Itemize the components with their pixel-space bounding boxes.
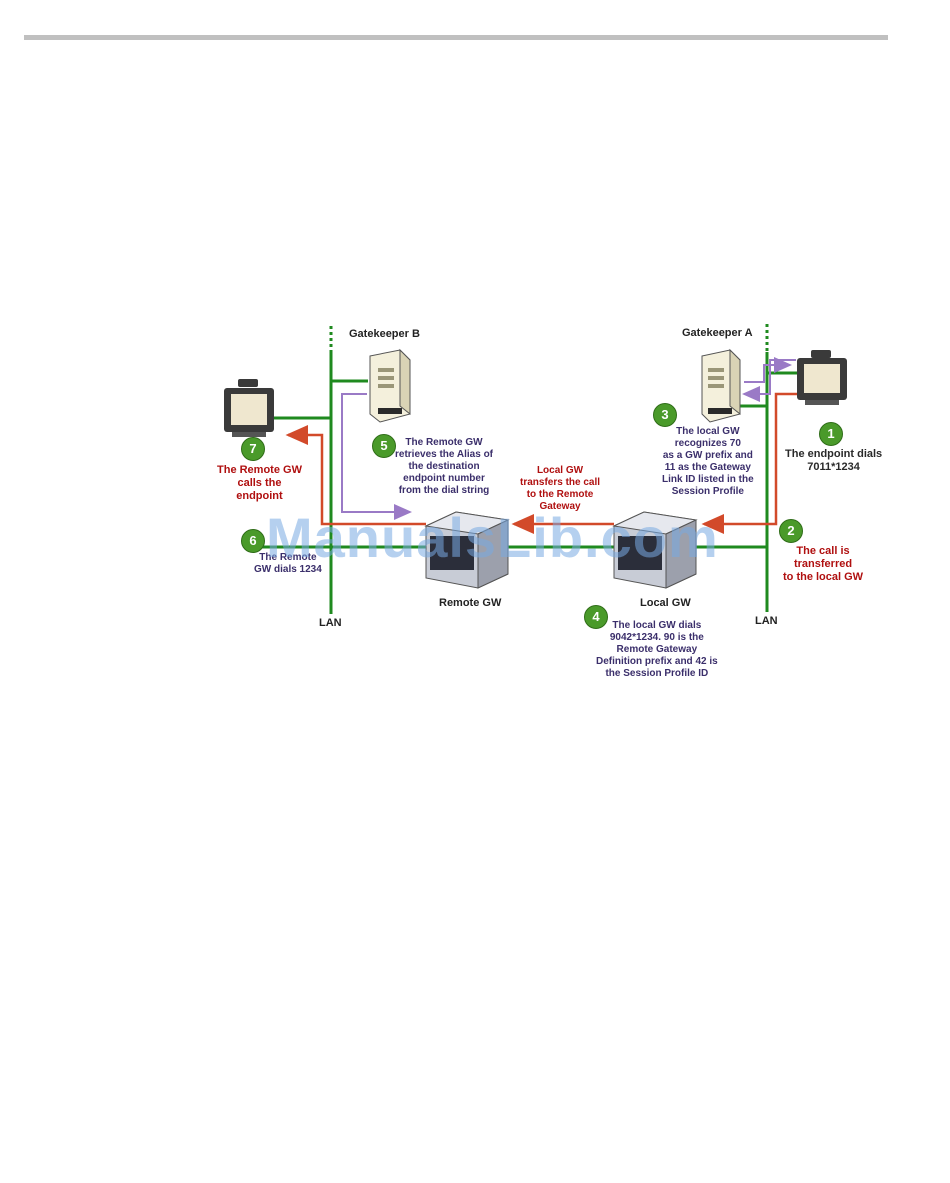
- step-5-badge: 5: [372, 434, 396, 458]
- remote-gw-label: Remote GW: [439, 597, 502, 609]
- step-4-badge: 4: [584, 605, 608, 629]
- step-3-text: The local GW recognizes 70 as a GW prefi…: [662, 426, 754, 497]
- local-gw-icon: [612, 511, 698, 589]
- step-7-text: The Remote GW calls the endpoint: [217, 464, 302, 502]
- step-6-text: The Remote GW dials 1234: [254, 552, 322, 575]
- remote-gw-icon: [424, 511, 510, 589]
- endpoint-right-icon: [797, 350, 847, 405]
- transfer-note: Local GW transfers the call to the Remot…: [520, 465, 601, 512]
- step-3-badge: 3: [653, 403, 677, 427]
- step-2-badge: 2: [779, 519, 803, 543]
- watermark: ManualsLib.com: [266, 506, 719, 569]
- step-6-badge: 6: [241, 529, 265, 553]
- gatekeeper-a-server-icon: [701, 348, 741, 423]
- gatekeeper-b-server-icon: [369, 348, 411, 423]
- lan-left-label: LAN: [319, 617, 342, 629]
- gatekeeper-b-label: Gatekeeper B: [349, 328, 420, 340]
- ras-path: [341, 357, 796, 520]
- gatekeeper-a-label: Gatekeeper A: [682, 327, 753, 339]
- ras-endpoint-gk-a-2: [744, 357, 792, 383]
- step-7-badge: 7: [241, 437, 265, 461]
- call-remote-to-endpoint: [285, 425, 426, 526]
- call-endpoint-to-local-gw: [701, 392, 797, 534]
- lan-right-label: LAN: [755, 615, 778, 627]
- ras-remote-gw-gk-b: [341, 393, 412, 520]
- step-4-text: The local GW dials 9042*1234. 90 is the …: [596, 620, 718, 679]
- step-1-text: The endpoint dials 7011*1234: [785, 448, 883, 473]
- endpoint-left-icon: [224, 379, 274, 437]
- step-1-badge: 1: [819, 422, 843, 446]
- local-gw-label: Local GW: [640, 597, 691, 609]
- call-path: [285, 392, 797, 534]
- header-rule: [24, 35, 888, 40]
- step-5-text: The Remote GW retrieves the Alias of the…: [395, 437, 494, 496]
- step-2-text: The call is transferred to the local GW: [783, 545, 864, 583]
- lan-lines: [248, 324, 797, 614]
